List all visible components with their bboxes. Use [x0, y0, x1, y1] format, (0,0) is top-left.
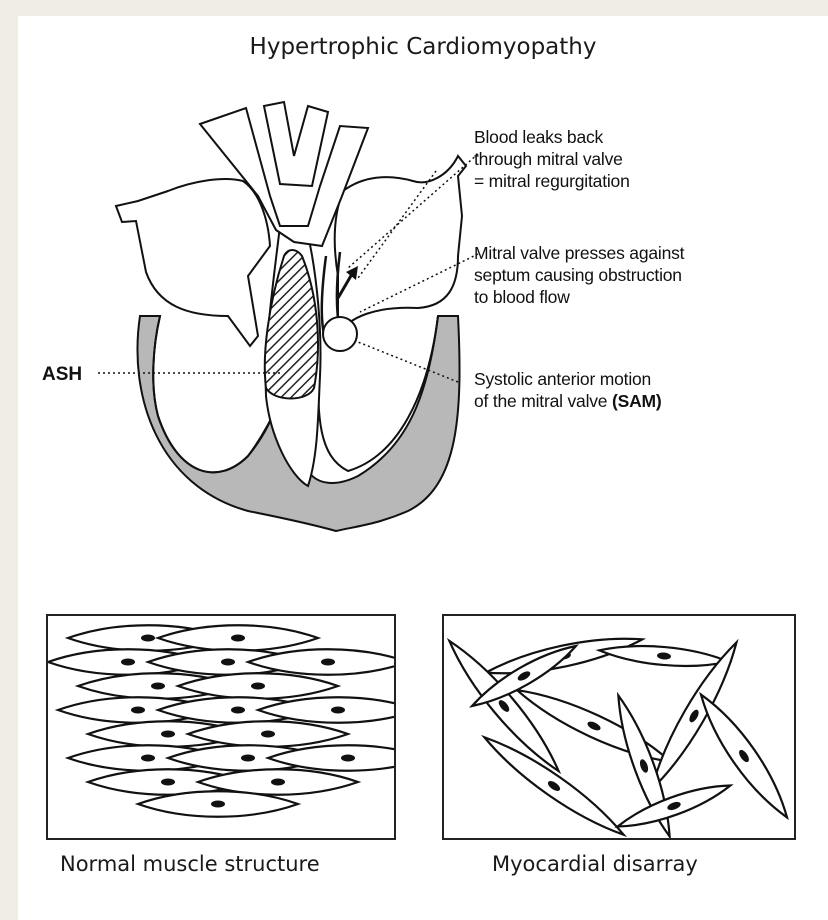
heart-diagram [18, 16, 828, 576]
normal-muscle-illustration [48, 616, 394, 838]
normal-muscle-panel [46, 614, 396, 840]
ash-label: ASH [42, 364, 82, 386]
mitral-regurgitation-note: Blood leaks back through mitral valve = … [474, 126, 630, 192]
note-line: septum causing obstruction [474, 264, 684, 286]
sam-abbrev: (SAM) [612, 391, 662, 411]
sam-circle [323, 317, 357, 351]
sam-note: Systolic anterior motion of the mitral v… [474, 368, 662, 412]
obstruction-note: Mitral valve presses against septum caus… [474, 242, 684, 308]
normal-muscle-caption: Normal muscle structure [60, 852, 320, 876]
disarray-muscle-cell [615, 777, 734, 835]
figure-frame: Hypertrophic Cardiomyopathy [18, 16, 828, 920]
disarray-caption: Myocardial disarray [492, 852, 698, 876]
note-line: = mitral regurgitation [474, 170, 630, 192]
disarray-panel [442, 614, 796, 840]
note-text: of the mitral valve [474, 391, 612, 411]
disarray-illustration [444, 616, 794, 838]
pulmonary-artery [264, 102, 328, 186]
mitral-valve-leaflet [322, 256, 326, 334]
note-line: of the mitral valve (SAM) [474, 390, 662, 412]
note-line: to blood flow [474, 286, 684, 308]
note-line: Mitral valve presses against [474, 242, 684, 264]
right-atrium [335, 156, 466, 336]
disarray-muscle-cell [691, 688, 794, 825]
note-line: through mitral valve [474, 148, 630, 170]
note-line: Blood leaks back [474, 126, 630, 148]
note-line: Systolic anterior motion [474, 368, 662, 390]
